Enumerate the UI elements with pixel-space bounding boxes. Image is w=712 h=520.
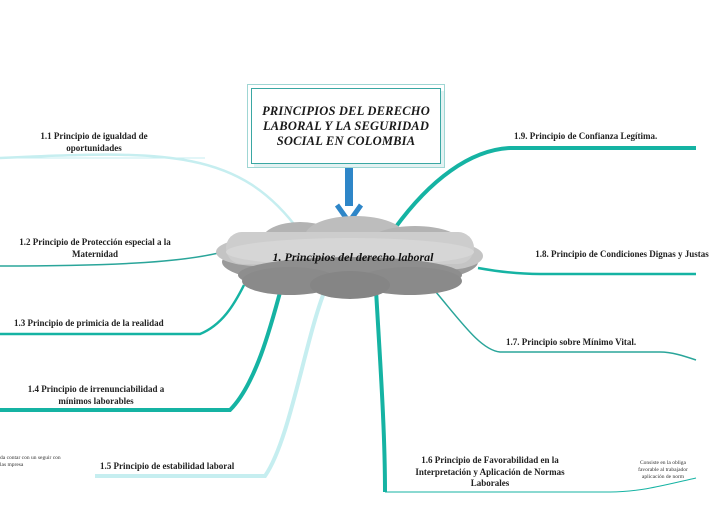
central-topic-label: 1. Principios del derecho laboral: [272, 250, 434, 264]
note-1-6[interactable]: Consiste en la obliga favorable al traba…: [638, 460, 688, 480]
branch-line-1-4: [0, 284, 284, 412]
branch-line-1-8: [477, 266, 696, 276]
main-title: PRINCIPIOS DEL DERECHO LABORAL Y LA SEGU…: [262, 103, 430, 148]
branch-line-1-6: [374, 289, 387, 493]
branch-1-9[interactable]: 1.9. Principio de Confianza Legítima.: [514, 131, 658, 141]
branch-1-5[interactable]: 1.5 Principio de estabilidad laboral: [100, 461, 235, 471]
note-1-5[interactable]: da contar con un seguir con las mpresa: [0, 455, 61, 468]
title-box[interactable]: PRINCIPIOS DEL DERECHO LABORAL Y LA SEGU…: [251, 88, 441, 164]
branch-line-1-9: [393, 146, 696, 230]
central-cloud[interactable]: [216, 216, 483, 299]
branch-1-1[interactable]: 1.1 Principio de igualdad de oportunidad…: [40, 131, 148, 153]
branch-1-8[interactable]: 1.8. Principio de Condiciones Dignas y J…: [535, 249, 709, 259]
mindmap-canvas: [0, 146, 697, 493]
branch-line-1-6-tail: [385, 477, 697, 493]
arrow-shaft: [345, 166, 353, 206]
branch-1-2[interactable]: 1.2 Principio de Protección especial a l…: [19, 237, 171, 259]
branch-line-1-5: [95, 289, 327, 478]
branch-line-1-1: [0, 153, 302, 233]
branch-1-3[interactable]: 1.3 Principio de primicia de la realidad: [14, 318, 164, 328]
branch-1-6[interactable]: 1.6 Principio de Favorabilidad en la Int…: [415, 455, 565, 488]
branch-line-1-3: [0, 284, 246, 336]
branch-line-1-7: [429, 284, 697, 361]
branch-1-4[interactable]: 1.4 Principio de irrenunciabilidad a mín…: [27, 384, 165, 406]
branch-line-1-2: [0, 249, 231, 267]
branch-1-7[interactable]: 1.7. Principio sobre Mínimo Vital.: [506, 337, 637, 347]
